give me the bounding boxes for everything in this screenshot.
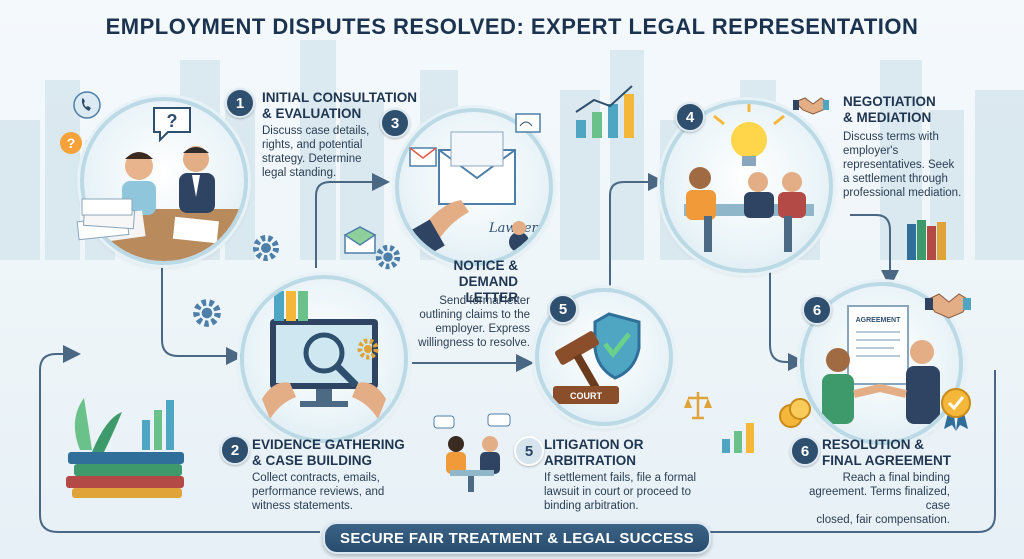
mail-sign-icon [515, 113, 541, 133]
step-2-illustration [240, 275, 408, 443]
step-6-heading: RESOLUTION & FINAL AGREEMENT [822, 437, 952, 468]
question-bubble-icon: ? [153, 107, 191, 143]
court-sign-text: COURT [570, 391, 602, 401]
arrow-4-to-6-branch [769, 250, 806, 371]
page-title: EMPLOYMENT DISPUTES RESOLVED: EXPERT LEG… [105, 14, 919, 39]
books-plant-icon [66, 398, 184, 498]
handshake-icon [925, 293, 971, 319]
step-1-description: Discuss case details, rights, and potent… [262, 125, 370, 179]
step-6-description: Reach a final binding agreement. Terms f… [808, 472, 950, 526]
coins-icon [779, 398, 811, 428]
arrow-6-return [710, 370, 996, 533]
gear-icon [375, 244, 401, 270]
gear-icon [253, 235, 279, 261]
gear-icon [357, 338, 379, 360]
handshake-icon [793, 97, 829, 115]
step-1-heading: INITIAL CONSULTATION & EVALUATION [262, 90, 417, 121]
bottom-banner: SECURE FAIR TREATMENT & LEGAL SUCCESS [323, 522, 711, 554]
step-6-number-badge: 6 [790, 436, 820, 466]
step-5-heading: LITIGATION OR ARBITRATION [544, 437, 644, 468]
step-3-description: Send formal letter outlining claims to t… [418, 295, 530, 349]
open-envelope-icon [343, 226, 377, 254]
step-5-top-number-badge: 5 [548, 294, 578, 324]
step-3-number-badge: 3 [380, 108, 410, 138]
meeting-icon [433, 413, 511, 492]
agreement-document-text: AGREEMENT [856, 317, 901, 324]
warning-question-icon: ? [60, 132, 82, 154]
step-4-description: Discuss terms with employer's representa… [843, 131, 962, 199]
step-5-description: If settlement fails, file a formal lawsu… [544, 472, 697, 512]
step-5-illustration: COURT [535, 288, 673, 426]
bar-chart-icon [722, 423, 754, 453]
phone-icon [73, 91, 101, 119]
step-3-heading: NOTICE & DEMAND LETTER [453, 258, 518, 305]
arrow-5-to-4 [609, 173, 666, 292]
step-6-number-badge-top: 6 [802, 295, 832, 325]
step-2-number-badge: 2 [220, 435, 250, 465]
arrow-return-left [39, 345, 320, 533]
arrow-1-to-2 [161, 230, 244, 365]
award-badge-icon [941, 388, 971, 431]
step-2-description: Collect contracts, emails, performance r… [252, 472, 385, 512]
gear-icon [193, 299, 221, 327]
svg-text:?: ? [67, 135, 76, 151]
step-4-number-badge: 4 [675, 102, 705, 132]
arrow-4-to-6 [850, 214, 899, 288]
step-1-number-badge: 1 [225, 88, 255, 118]
growth-chart-icon [575, 85, 634, 138]
step-5-number-badge: 5 [514, 436, 544, 466]
step-3-illustration: Lawyer [395, 108, 553, 266]
law-books-icon [907, 220, 946, 260]
scales-of-justice-icon [684, 392, 712, 420]
envelope-icon [409, 147, 437, 167]
step-4-heading: NEGOTIATION & MEDIATION [843, 94, 936, 125]
paper-stack-icon [76, 198, 136, 241]
arrow-2-to-3 [315, 173, 390, 268]
step-2-heading: EVIDENCE GATHERING & CASE BUILDING [252, 437, 405, 468]
svg-text:?: ? [167, 111, 178, 131]
